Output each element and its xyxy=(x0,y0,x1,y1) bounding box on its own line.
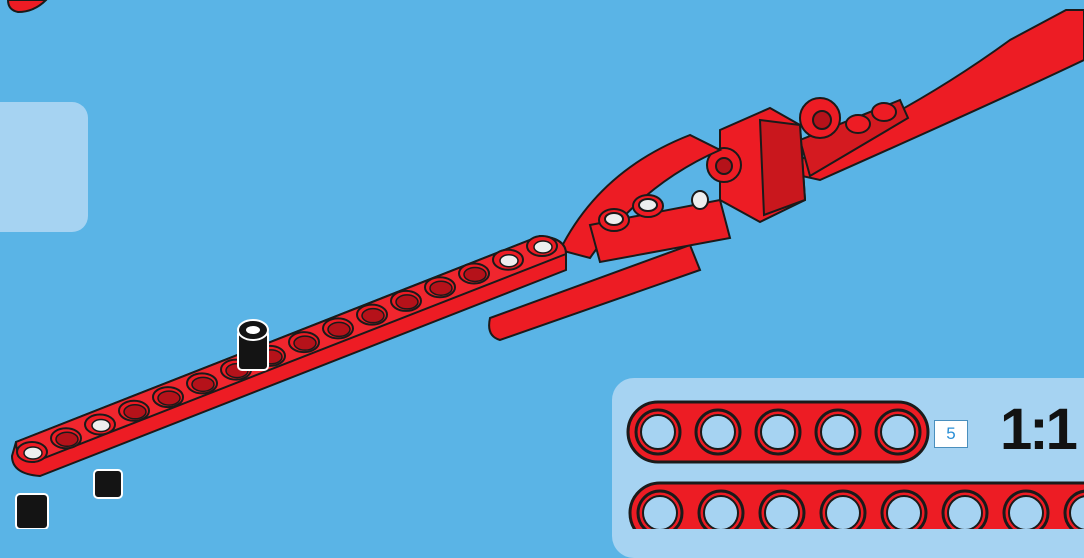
beam-hole-inner xyxy=(761,415,795,449)
beam-hole-inner xyxy=(1009,496,1043,529)
beam-hole-inner xyxy=(821,415,855,449)
beam-hole-inner xyxy=(701,415,735,449)
beam-hole-inner xyxy=(704,496,738,529)
parts-callout-beams xyxy=(0,0,1084,529)
beam-hole-inner xyxy=(948,496,982,529)
beam-hole-inner xyxy=(881,415,915,449)
red-beam-5-icon xyxy=(628,402,928,462)
beam-hole-inner xyxy=(643,496,677,529)
beam-hole-inner xyxy=(826,496,860,529)
beam-hole-inner xyxy=(641,415,675,449)
red-beam-long-icon xyxy=(630,483,1084,529)
beam-hole-inner xyxy=(765,496,799,529)
beam-length-badge: 5 xyxy=(934,420,968,448)
beam-hole-inner xyxy=(887,496,921,529)
scale-label: 1:1 xyxy=(1000,396,1075,464)
